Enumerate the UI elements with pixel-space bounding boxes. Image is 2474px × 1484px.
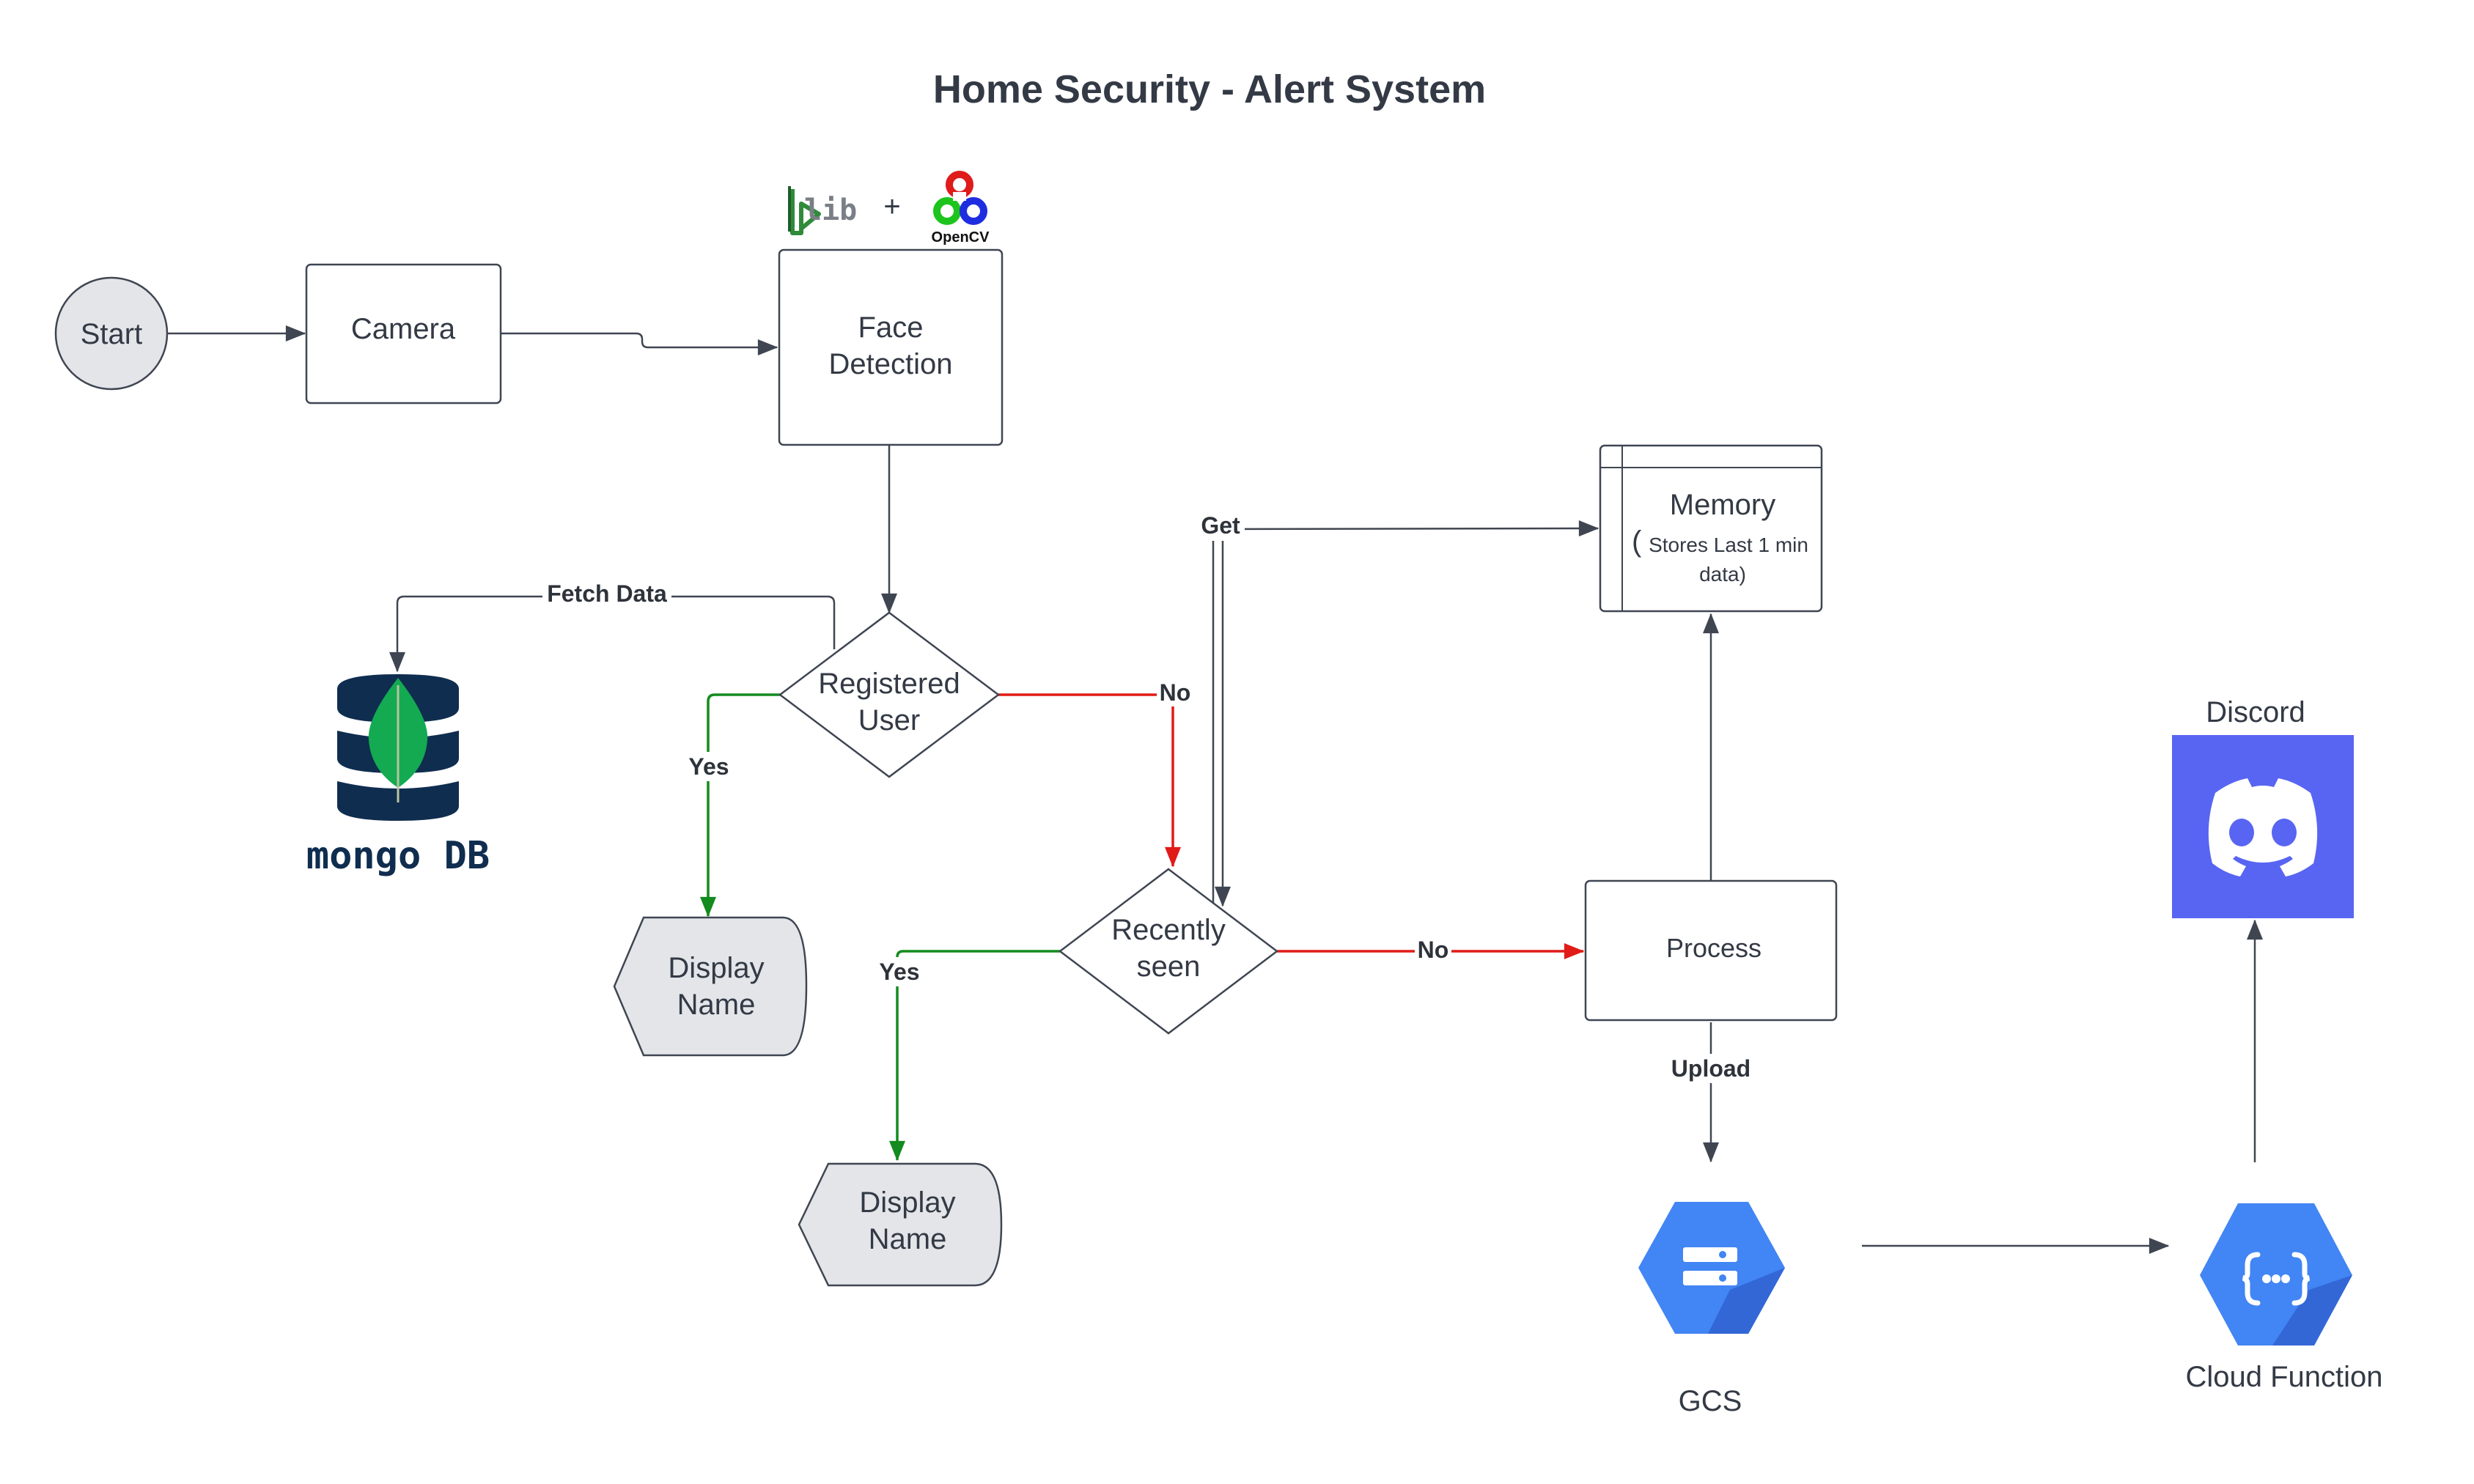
edge-camera-face: [501, 332, 778, 355]
memory-label: Memory: [1670, 489, 1775, 521]
memory-note-line1: Stores Last 1 min: [1649, 534, 1808, 556]
memory-note-line2: data): [1699, 563, 1746, 586]
edge-registered-no[interactable]: [998, 693, 1181, 868]
edge-labels: Fetch Data Yes No Yes No Get Upload: [542, 512, 1758, 1083]
face-detection-label-line1: Face: [858, 311, 924, 344]
display-name-1-line2: Name: [677, 989, 756, 1021]
display-name-node-1[interactable]: Display Name: [613, 916, 808, 1057]
process-label: Process: [1666, 933, 1761, 963]
edge-get-up: [1212, 520, 1599, 906]
gcs-label: GCS: [1679, 1385, 1742, 1417]
memory-node[interactable]: Memory ( Stores Last 1 min data): [1599, 444, 1823, 613]
get-label: Get: [1201, 512, 1240, 539]
display-name-1-line1: Display: [668, 952, 764, 984]
opencv-text: OpenCV: [932, 229, 990, 246]
recently-seen-label-line1: Recently: [1111, 914, 1226, 946]
discord-icon[interactable]: [2172, 735, 2354, 918]
cloud-function-icon[interactable]: [2200, 1203, 2352, 1345]
registered-user-decision[interactable]: Registered User: [778, 611, 1001, 778]
fetch-data-label: Fetch Data: [547, 580, 667, 607]
start-node[interactable]: Start: [54, 276, 169, 391]
yes-label-registered: Yes: [688, 753, 729, 780]
process-node[interactable]: Process: [1584, 879, 1838, 1022]
display-name-node-2[interactable]: Display Name: [798, 1162, 1003, 1287]
cloud-function-label: Cloud Function: [2185, 1361, 2382, 1393]
gcs-icon[interactable]: [1638, 1202, 1785, 1334]
recently-seen-decision[interactable]: Recently seen: [1058, 868, 1279, 1035]
camera-label: Camera: [351, 313, 456, 345]
start-label: Start: [81, 318, 142, 350]
discord-label: Discord: [2206, 696, 2305, 728]
opencv-logo: OpenCV: [932, 171, 990, 246]
upload-label: Upload: [1671, 1055, 1750, 1082]
registered-user-label-line1: Registered: [818, 668, 960, 700]
diagram-title: Home Security - Alert System: [933, 67, 1486, 111]
camera-node[interactable]: Camera: [305, 263, 502, 405]
recently-seen-label-line2: seen: [1137, 950, 1201, 983]
plus-sign: +: [883, 191, 900, 223]
registered-user-label-line2: User: [858, 704, 920, 737]
no-label-registered: No: [1160, 679, 1191, 706]
display-name-2-line1: Display: [859, 1186, 955, 1219]
dlib-logo: lib: [788, 186, 857, 235]
face-detection-label-line2: Detection: [829, 348, 953, 380]
mongodb-text: mongo DB: [306, 834, 490, 878]
face-detection-node[interactable]: Face Detection: [778, 248, 1004, 446]
memory-note-paren: (: [1632, 525, 1642, 558]
display-name-2-line2: Name: [869, 1223, 947, 1255]
edge-recent-yes[interactable]: [889, 950, 1060, 1162]
dlib-text: lib: [804, 193, 857, 227]
edges: [167, 325, 2263, 1254]
yes-label-recent: Yes: [879, 959, 919, 985]
edge-registered-yes[interactable]: [700, 693, 780, 918]
mongodb-icon: mongo DB: [306, 674, 490, 878]
no-label-recent: No: [1418, 937, 1449, 963]
